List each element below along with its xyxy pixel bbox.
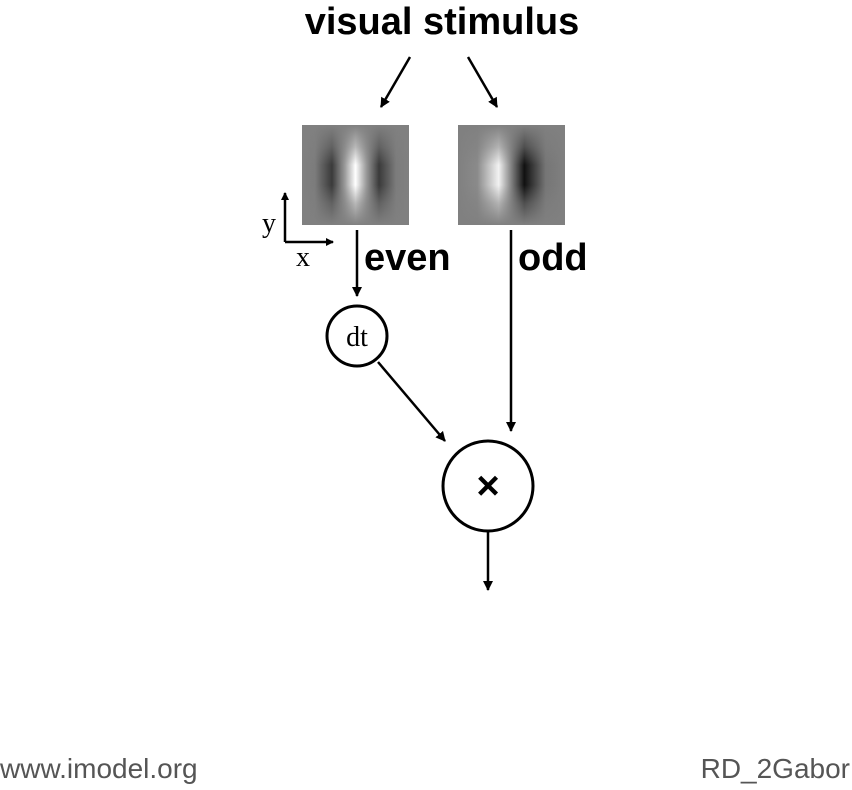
diagram-title: visual stimulus [305,1,580,43]
arrow-stimulus-to-odd [468,57,497,107]
multiply-node: × [443,441,533,531]
delay-label: dt [346,322,368,353]
footer-website: www.imodel.org [0,753,198,784]
delay-node: dt [327,306,387,366]
even-label: even [364,237,451,279]
arrow-delay-to-multiply [378,362,445,441]
y-axis-label: y [262,208,276,239]
arrow-stimulus-to-even [381,57,410,107]
footer-model-id: RD_2Gabor [701,753,850,784]
even-gabor-filter [302,125,409,225]
odd-gabor-filter [458,125,565,225]
odd-label: odd [518,237,588,279]
x-axis-label: x [296,242,310,273]
multiply-symbol: × [476,464,499,508]
